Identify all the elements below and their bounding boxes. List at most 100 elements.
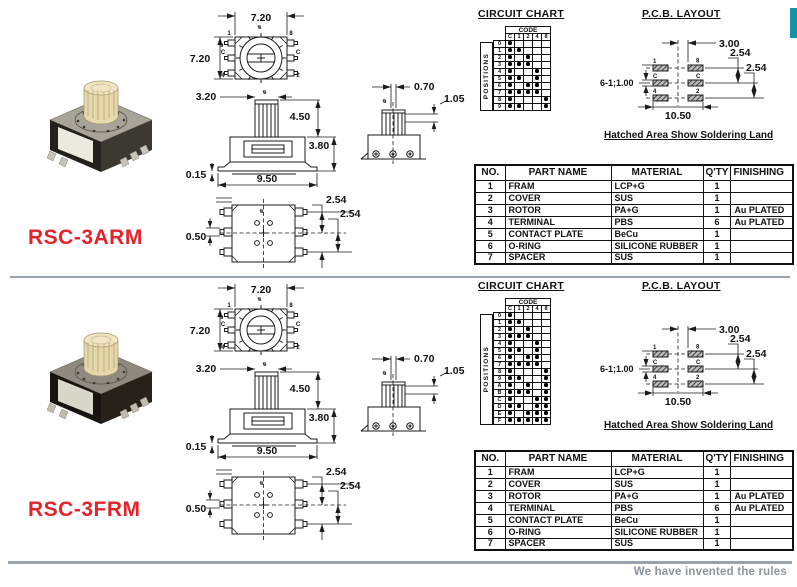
code-cell [541, 82, 551, 90]
parts-cell: Au PLATED [730, 215, 794, 229]
code-cell [532, 333, 542, 341]
page-edge-accent [790, 8, 797, 38]
code-cell [532, 40, 542, 48]
parts-cell [730, 251, 794, 265]
contact-dot [517, 62, 521, 66]
photo-knob-ridges [87, 90, 115, 120]
code-cell [505, 361, 515, 369]
dim-standoff: 0.15 [186, 169, 207, 181]
photo-pins [46, 396, 150, 420]
parts-cell: PBS [610, 501, 704, 515]
code-cell [541, 417, 551, 425]
parts-header-cell: FINISHING [730, 450, 794, 467]
contact-dot [508, 90, 512, 94]
parts-cell: 1 [702, 179, 732, 193]
dim-pitch-a: 2.54 [730, 47, 751, 59]
top-view-pins [224, 311, 298, 349]
code-cell [505, 319, 515, 327]
parts-cell: 1 [474, 179, 506, 193]
parts-cell: 1 [702, 465, 732, 479]
code-cell [541, 375, 551, 383]
diameter-mark: ⌀ [381, 371, 387, 375]
code-column-header: 1 [514, 305, 524, 313]
code-cell [505, 368, 515, 376]
code-cell [505, 103, 515, 111]
parts-cell: BeCu [610, 227, 704, 241]
photo-knob-body [83, 340, 119, 377]
code-cell [514, 68, 524, 76]
pcb-layout-drawing: 1 C 4 8 C 2 3.00 2.54 2.54 10.50 6-1;1.0… [600, 38, 767, 122]
chart-row: C [493, 396, 551, 404]
code-cell [523, 68, 533, 76]
contact-dot [508, 341, 512, 345]
code-cell [505, 396, 515, 404]
contact-dot [508, 369, 512, 373]
chart-row: A [493, 382, 551, 390]
position-label: 4 [493, 68, 506, 76]
parts-cell: TERMINAL [504, 501, 612, 515]
parts-cell: Au PLATED [730, 489, 794, 503]
top-view-dial [236, 33, 286, 83]
code-cell [514, 410, 524, 418]
parts-cell: SUS [610, 251, 704, 265]
code-header: CODE [505, 26, 551, 34]
parts-cell: O-RING [504, 525, 612, 539]
code-cell [541, 68, 551, 76]
code-cell [532, 89, 542, 97]
code-cell [523, 347, 533, 355]
position-label: 1 [493, 319, 506, 327]
parts-cell: COVER [504, 477, 612, 491]
photo-side-face [101, 120, 152, 172]
position-label: 0 [493, 312, 506, 320]
code-column-header: 4 [532, 305, 542, 313]
parts-header-cell: FINISHING [730, 164, 794, 181]
chart-row: 7 [493, 361, 551, 369]
code-cell [541, 54, 551, 62]
parts-cell: Au PLATED [730, 501, 794, 515]
code-cell [541, 40, 551, 48]
bottom-contacts [254, 492, 273, 518]
code-cell [514, 61, 524, 69]
pin-label-2: 2 [296, 73, 300, 79]
code-cell [541, 396, 551, 404]
parts-cell: 1 [702, 525, 732, 539]
dim-shaft-height: 4.50 [290, 383, 311, 395]
pin-label-c-right: C [296, 50, 301, 56]
code-cell [541, 47, 551, 55]
code-cell [541, 75, 551, 83]
bottom-view-drawing: 0.50 2.54 2.54 ⌀ [186, 466, 361, 541]
photo-front-window [58, 379, 93, 415]
photo-side-face [101, 372, 152, 424]
contact-dot [508, 383, 512, 387]
dim-pitch-b: 2.54 [340, 480, 361, 492]
contact-dot [517, 334, 521, 338]
dim-pitch-b: 2.54 [340, 208, 361, 220]
contact-dot [517, 376, 521, 380]
contact-dot [535, 362, 539, 366]
code-cell [532, 319, 542, 327]
code-cell [532, 382, 542, 390]
pin-label-1: 1 [227, 303, 231, 309]
code-cell [514, 312, 524, 320]
parts-cell: 6 [702, 215, 732, 229]
pin-label-c-right: C [296, 322, 301, 328]
diameter-mark: ⌀ [256, 297, 262, 301]
code-cell [523, 368, 533, 376]
contact-dot [517, 390, 521, 394]
parts-cell [730, 191, 794, 205]
contact-dot [517, 348, 521, 352]
contact-dot [517, 404, 521, 408]
photo-knob-ridges [87, 342, 115, 372]
contact-dot [526, 62, 530, 66]
code-cell [505, 75, 515, 83]
pad-label-8: 8 [696, 59, 700, 65]
contact-dot [544, 383, 548, 387]
dim-body-height: 3.80 [309, 140, 330, 152]
code-header: CODE [505, 298, 551, 306]
code-cell [523, 96, 533, 104]
chart-spacer [494, 306, 506, 313]
